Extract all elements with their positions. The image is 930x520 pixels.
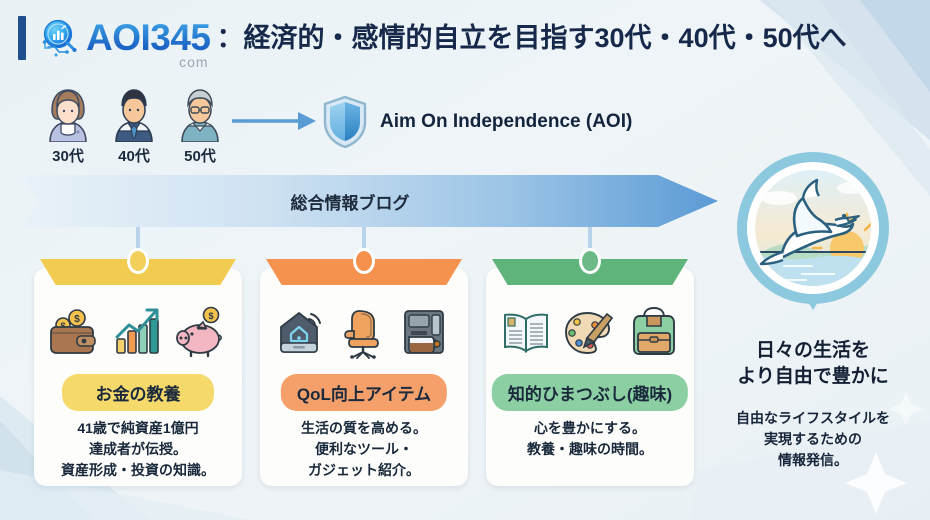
wallet-coins-icon: $ $ — [50, 309, 96, 354]
header-accent-bar — [18, 16, 26, 60]
persona-item: 50代 — [172, 84, 228, 165]
businessman-avatar-icon — [115, 89, 153, 143]
card-icon-row — [486, 294, 694, 370]
office-chair-icon — [344, 310, 379, 359]
smart-home-hub-icon — [280, 311, 321, 353]
card-desc-line: 心を豊かにする。 — [533, 420, 647, 436]
svg-text:$: $ — [208, 311, 213, 321]
persona-label: 30代 — [52, 148, 84, 165]
goal-desc-line: 自由なライフスタイルを — [736, 410, 890, 426]
card-title-pill: 知的ひまつぶし(趣味) — [491, 374, 689, 411]
goal-heading-line: より自由で豊かに — [737, 366, 889, 387]
svg-text:$: $ — [60, 321, 65, 331]
piggy-bank-icon: $ — [176, 306, 222, 358]
persona-item: 30代 — [40, 84, 96, 165]
topic-card-hobby[interactable]: 知的ひまつぶし(趣味) 心を豊かにする。 教養・趣味の時間。 — [486, 248, 694, 486]
goal-desc-line: 実現するための — [764, 431, 862, 447]
card-pin — [579, 248, 601, 274]
card-desc-line: 教養・趣味の時間。 — [527, 441, 653, 457]
growth-chart-icon — [115, 308, 159, 354]
card-description: 41歳で純資産1億円 達成者が伝授。 資産形成・投資の知識。 — [42, 418, 234, 481]
goal-description: 自由なライフスタイルを 実現するための 情報発信。 — [713, 408, 913, 471]
persona-item: 40代 — [106, 84, 162, 165]
card-pin — [127, 248, 149, 274]
aoi-logo-icon — [36, 14, 84, 62]
card-pin — [353, 248, 375, 274]
dove-sunrise-badge-icon — [737, 152, 889, 310]
card-description: 心を豊かにする。 教養・趣味の時間。 — [494, 418, 686, 460]
card-title-pill: QoL向上アイテム — [280, 374, 448, 411]
persona-label: 40代 — [118, 148, 150, 165]
shield-icon — [323, 95, 367, 149]
card-title-pill: お金の教養 — [62, 374, 214, 411]
page-title: ：経済的・感情的自立を目指す30代・40代・50代へ — [216, 23, 847, 53]
coffee-maker-icon — [404, 310, 444, 354]
brand-lockup: AOI345 com — [86, 17, 211, 70]
topic-card-money[interactable]: $ $ $ — [34, 248, 242, 486]
goal-heading-line: 日々の生活を — [755, 340, 870, 361]
card-desc-line: 資産形成・投資の知識。 — [61, 462, 215, 478]
goal-heading: 日々の生活を より自由で豊かに — [713, 338, 913, 390]
card-desc-line: ガジェット紹介。 — [308, 462, 420, 478]
concept-block: Aim On Independence (AOI) — [322, 95, 632, 149]
open-book-icon — [504, 313, 548, 353]
concept-caption: Aim On Independence (AOI) — [380, 111, 633, 132]
card-desc-line: 41歳で純資産1億円 — [77, 420, 199, 436]
connector-line-card-2 — [588, 227, 592, 258]
flow-arrow-icon — [232, 112, 316, 130]
woman-avatar-icon — [49, 89, 87, 143]
brand-name: AOI345 — [86, 17, 211, 58]
card-icon-row: $ $ $ — [34, 294, 242, 370]
topic-card-qol[interactable]: QoL向上アイテム 生活の質を高める。 便利なツール・ ガジェット紹介。 — [260, 248, 468, 486]
paint-palette-icon — [565, 312, 614, 354]
blog-banner-arrow — [18, 175, 718, 227]
persona-group: 30代 40代 50代 — [40, 84, 228, 165]
goal-desc-line: 情報発信。 — [778, 452, 848, 468]
backpack-icon — [633, 306, 675, 355]
svg-text:$: $ — [74, 314, 80, 325]
brand-domain-suffix: com — [179, 54, 209, 70]
card-desc-line: 便利なツール・ — [315, 441, 413, 457]
card-desc-line: 生活の質を高める。 — [301, 420, 427, 436]
card-description: 生活の質を高める。 便利なツール・ ガジェット紹介。 — [268, 418, 460, 481]
senior-man-avatar-icon — [181, 89, 219, 143]
persona-label: 50代 — [184, 148, 216, 165]
connector-line-card-1 — [362, 227, 366, 258]
connector-line-card-0 — [136, 227, 140, 258]
card-icon-row — [260, 294, 468, 370]
page-header: AOI345 com ：経済的・感情的自立を目指す30代・40代・50代へ — [0, 0, 930, 76]
card-desc-line: 達成者が伝授。 — [89, 441, 187, 457]
